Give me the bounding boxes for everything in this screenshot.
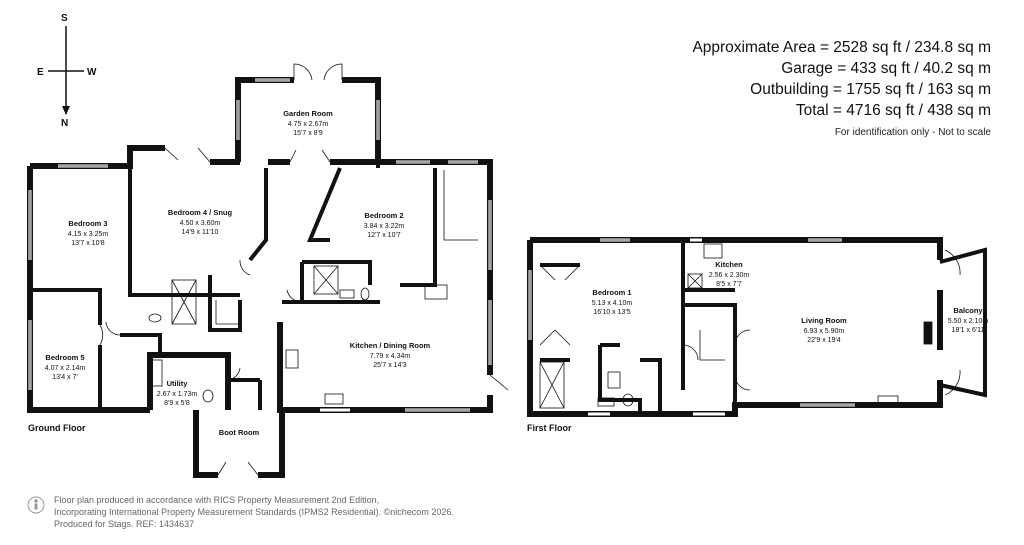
boot-room-name: Boot Room	[219, 428, 260, 437]
ground-floor-interior-walls	[30, 162, 437, 410]
garage-area: Garage = 433 sq ft / 40.2 sq m	[781, 60, 991, 77]
utility-metric: 2.67 x 1.73m	[157, 391, 198, 398]
kitchen-dining-name: Kitchen / Dining Room	[350, 341, 431, 350]
kitchen-imperial: 8'5 x 7'7	[716, 281, 742, 288]
footer-line-1: Floor plan produced in accordance with R…	[54, 495, 380, 505]
compass-east: E	[37, 67, 44, 78]
bedroom5-metric: 4.07 x 2.14m	[45, 365, 86, 372]
first-floor-walls	[527, 237, 943, 417]
ground-floor-fixtures	[148, 170, 478, 405]
utility-name: Utility	[167, 379, 189, 388]
approximate-area: Approximate Area = 2528 sq ft / 234.8 sq…	[692, 39, 991, 56]
bedroom4-metric: 4.50 x 3.60m	[180, 220, 221, 227]
first-floor-window-lines	[529, 239, 855, 406]
bedroom5-name: Bedroom 5	[45, 353, 84, 362]
living-room-name: Living Room	[801, 316, 847, 325]
footer-text: Floor plan produced in accordance with R…	[54, 494, 454, 530]
bedroom2-imperial: 12'7 x 10'7	[367, 232, 401, 239]
kitchen-name: Kitchen	[715, 260, 743, 269]
living-room-imperial: 22'9 x 19'4	[807, 337, 841, 344]
garden-room-metric: 4.75 x 2.67m	[288, 121, 329, 128]
bedroom3-imperial: 13'7 x 10'8	[71, 240, 105, 247]
garden-room-name: Garden Room	[283, 109, 333, 118]
ground-floor-label: Ground Floor	[28, 423, 86, 433]
outbuilding-area: Outbuilding = 1755 sq ft / 163 sq m	[750, 81, 991, 98]
compass: S N E W	[37, 13, 97, 129]
identification-note: For identification only - Not to scale	[834, 127, 991, 138]
total-area: Total = 4716 sq ft / 438 sq m	[795, 102, 991, 119]
bedroom2-metric: 3.84 x 3.22m	[364, 223, 405, 230]
first-floor-interior-walls	[540, 240, 987, 414]
living-room-metric: 6.93 x 5.90m	[804, 328, 845, 335]
bedroom1-name: Bedroom 1	[592, 288, 631, 297]
bedroom3-name: Bedroom 3	[68, 219, 107, 228]
compass-west: W	[87, 67, 97, 78]
first-floor-fixtures	[539, 243, 961, 409]
bedroom4-name: Bedroom 4 / Snug	[168, 208, 233, 217]
room-labels: Garden Room 4.75 x 2.67m 15'7 x 8'9 Bedr…	[45, 109, 989, 437]
kitchen-dining-metric: 7.79 x 4.34m	[370, 353, 411, 360]
ground-floor-doors	[99, 63, 509, 476]
bedroom1-imperial: 16'10 x 13'5	[593, 309, 630, 316]
balcony-metric: 5.50 x 2.10m	[948, 318, 989, 325]
bedroom5-imperial: 13'4 x 7'	[52, 374, 78, 381]
area-summary: Approximate Area = 2528 sq ft / 234.8 sq…	[692, 37, 991, 138]
compass-south: S	[61, 13, 68, 24]
bedroom4-imperial: 14'9 x 11'10	[182, 229, 219, 236]
garden-room-imperial: 15'7 x 8'9	[293, 130, 323, 137]
bedroom1-metric: 5.13 x 4.10m	[592, 300, 633, 307]
kitchen-dining-imperial: 25'7 x 14'3	[373, 362, 407, 369]
person-logo-icon	[27, 496, 45, 514]
bedroom3-metric: 4.15 x 3.25m	[68, 231, 109, 238]
balcony-name: Balcony	[953, 306, 983, 315]
first-floor-label: First Floor	[527, 423, 572, 433]
footer-line-2: Incorporating International Property Mea…	[54, 507, 454, 517]
kitchen-metric: 2.56 x 2.30m	[709, 272, 750, 279]
balcony-imperial: 18'1 x 6'11	[952, 327, 985, 334]
ground-floor-window-lines	[29, 79, 491, 411]
footer-line-3: Produced for Stags. REF: 1434637	[54, 519, 195, 529]
bedroom2-name: Bedroom 2	[364, 211, 403, 220]
compass-north: N	[61, 118, 68, 129]
ground-floor-walls	[27, 77, 493, 478]
utility-imperial: 8'9 x 5'8	[164, 400, 190, 407]
